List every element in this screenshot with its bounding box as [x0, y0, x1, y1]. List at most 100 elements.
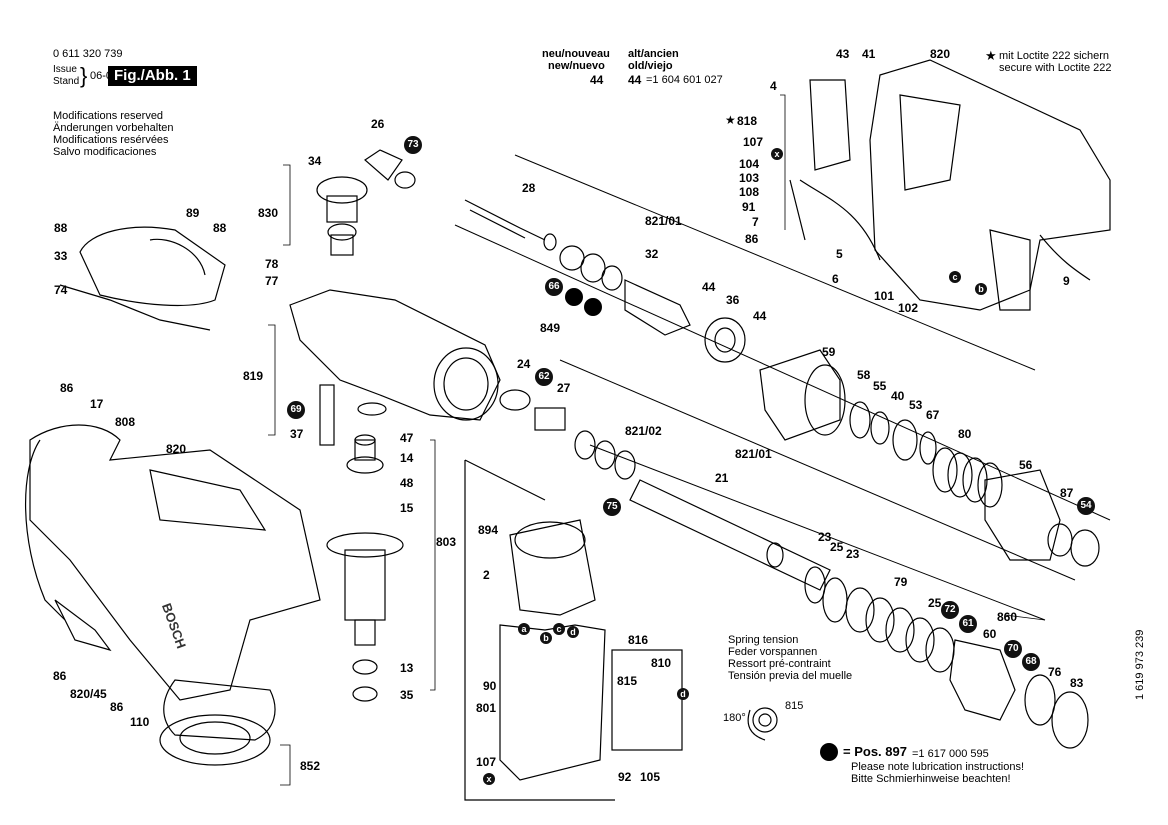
part-label: 801 [476, 701, 497, 715]
part-label: 105 [640, 770, 661, 784]
part-label: 102 [898, 301, 919, 315]
letter-badge: c [949, 271, 961, 283]
lubrication-line-1: Please note lubrication instructions! [851, 761, 1025, 773]
part-label: 821/01 [645, 214, 682, 228]
circle-badge: 70 [1004, 640, 1022, 658]
letter-badge: d [567, 626, 579, 638]
part-label: 110 [130, 715, 150, 729]
spring-line-3: Ressort pré-contraint [728, 658, 831, 670]
modification-line-4: Salvo modificaciones [53, 146, 157, 158]
part-label: 23 [818, 530, 832, 544]
part-label: 32 [645, 247, 659, 261]
circle-badge: 61 [959, 615, 977, 633]
old-part-num: 44 [628, 73, 642, 87]
part-number: 0 611 320 739 [53, 48, 123, 60]
circle-badge: 73 [404, 136, 422, 154]
part-label: 86 [745, 232, 759, 246]
part-label: 860 [997, 610, 1018, 624]
part-label: 89 [186, 206, 200, 220]
part-label: 15 [400, 501, 414, 515]
new-label-2: new/nuevo [548, 60, 605, 72]
new-part-num: 44 [590, 73, 604, 87]
spring-line-1: Spring tension [728, 634, 799, 646]
motor-housing-outline [29, 424, 321, 701]
gear-cover-outline [79, 226, 226, 307]
circle-badge: 62 [535, 368, 553, 386]
part-label: 108 [739, 185, 760, 199]
spring-line-2: Feder vorspannen [728, 646, 818, 658]
lubrication-pos: = Pos. 897 [843, 744, 907, 759]
part-label: 27 [557, 381, 571, 395]
part-label: 80 [958, 427, 972, 441]
part-label: 103 [739, 171, 760, 185]
part-label: 13 [400, 661, 414, 675]
part-label: 14 [400, 451, 414, 465]
part-label: 47 [400, 431, 414, 445]
part-label: 821/02 [625, 424, 662, 438]
part-label: 7 [752, 215, 759, 229]
part-label: 33 [54, 249, 68, 263]
part-label: 820 [930, 47, 951, 61]
part-label: 44 [753, 309, 767, 323]
old-part-ref: =1 604 601 027 [646, 74, 723, 86]
part-label: 820 [166, 442, 187, 456]
part-label: 56 [1019, 458, 1033, 472]
part-label: 4 [770, 79, 777, 93]
part-label: 36 [726, 293, 740, 307]
spring-angle: 180° [723, 712, 746, 724]
document-code: 1 619 973 239 [1134, 629, 1146, 700]
part-label: 25 [830, 540, 844, 554]
part-label: 819 [243, 369, 264, 383]
part-label: 78 [265, 257, 279, 271]
letter-badge: c [553, 623, 565, 635]
part-label: 894 [478, 523, 499, 537]
part-label: 91 [742, 200, 756, 214]
figure-label: Fig./Abb. 1 [108, 66, 197, 86]
part-label: 48 [400, 476, 414, 490]
loctite-line-1: mit Loctite 222 sichern [999, 50, 1110, 62]
part-label: 818 [737, 114, 758, 128]
part-label: 37 [290, 427, 304, 441]
star-icon: ★ [985, 48, 997, 63]
circle-badge: 72 [941, 601, 959, 619]
part-label: 849 [540, 321, 561, 335]
part-label: 820/45 [70, 687, 107, 701]
part-label: 6 [832, 272, 839, 286]
part-label: 21 [715, 471, 729, 485]
part-label: 107 [743, 135, 764, 149]
lubrication-ref: =1 617 000 595 [912, 748, 989, 760]
letter-badge: b [975, 283, 987, 295]
loctite-line-2: secure with Loctite 222 [999, 62, 1112, 74]
part-label: 67 [926, 408, 940, 422]
part-label: 76 [1048, 665, 1062, 679]
issue-label: Issue [53, 64, 77, 75]
part-label: 35 [400, 688, 414, 702]
new-label: neu/nouveau [542, 48, 610, 60]
circle-badge: 69 [287, 401, 305, 419]
part-label: 803 [436, 535, 457, 549]
modification-line-3: Modifications resérvées [53, 134, 169, 146]
letter-badge: a [518, 623, 530, 635]
part-label: 86 [53, 669, 67, 683]
part-label: 40 [891, 389, 905, 403]
stand-label: Stand [53, 76, 80, 87]
part-label: 86 [110, 700, 124, 714]
old-label: alt/ancien [628, 48, 679, 60]
star-icon: ★ [725, 113, 736, 127]
part-label: 17 [90, 397, 104, 411]
spring-part: 815 [785, 700, 804, 712]
letter-badge: x [483, 773, 495, 785]
part-label: 77 [265, 274, 279, 288]
part-label: 59 [822, 345, 836, 359]
part-label: 9 [1063, 274, 1070, 288]
part-label: 808 [115, 415, 136, 429]
modification-line-2: Änderungen vorbehalten [53, 122, 174, 134]
part-label: 86 [60, 381, 74, 395]
part-label: 815 [617, 674, 638, 688]
letter-badge: d [677, 688, 689, 700]
part-label: 90 [483, 679, 497, 693]
part-label: 92 [618, 770, 632, 784]
circle-badge: 75 [603, 498, 621, 516]
part-label: 28 [522, 181, 536, 195]
